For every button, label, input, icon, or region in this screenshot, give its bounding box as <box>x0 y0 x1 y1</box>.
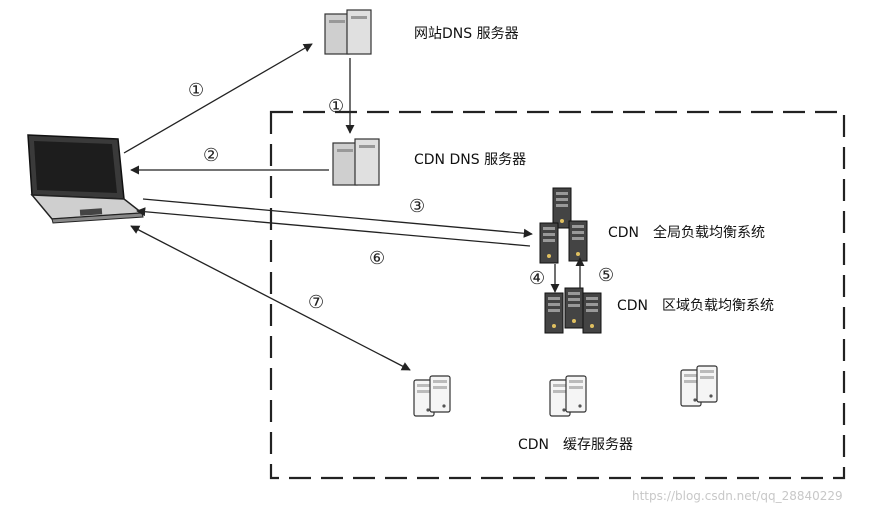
arrow-step-7 <box>130 225 411 371</box>
step-3-marker: ③ <box>409 196 425 217</box>
global-lb-label: CDN 全局负载均衡系统 <box>608 224 765 241</box>
cache-server-icon <box>414 366 717 416</box>
global-lb-server-icon <box>539 187 588 264</box>
step-5-marker: ⑤ <box>598 265 614 286</box>
regional-lb-server-icon <box>544 287 602 334</box>
step-6-marker: ⑥ <box>369 248 385 269</box>
regional-lb-label: CDN 区域负载均衡系统 <box>617 298 774 314</box>
cdn-dns-label: CDN DNS 服务器 <box>414 152 526 168</box>
step-2-marker: ② <box>203 145 219 166</box>
step-1b-marker: ① <box>328 96 344 117</box>
cdn-boundary <box>269 110 846 480</box>
cdn-dns-server-icon <box>332 138 380 186</box>
laptop-icon <box>27 134 145 224</box>
arrow-step-3 <box>142 198 533 238</box>
site-dns-server-icon <box>324 9 372 55</box>
watermark-url: https://blog.csdn.net/qq_28840229 <box>632 489 843 503</box>
step-4-marker: ④ <box>529 268 545 289</box>
step-1-marker: ① <box>188 80 204 101</box>
cache-server-label: CDN 缓存服务器 <box>518 437 633 453</box>
site-dns-label: 网站DNS 服务器 <box>414 26 519 42</box>
step-7-marker: ⑦ <box>308 292 324 313</box>
arrow-step-1-request <box>123 43 313 154</box>
